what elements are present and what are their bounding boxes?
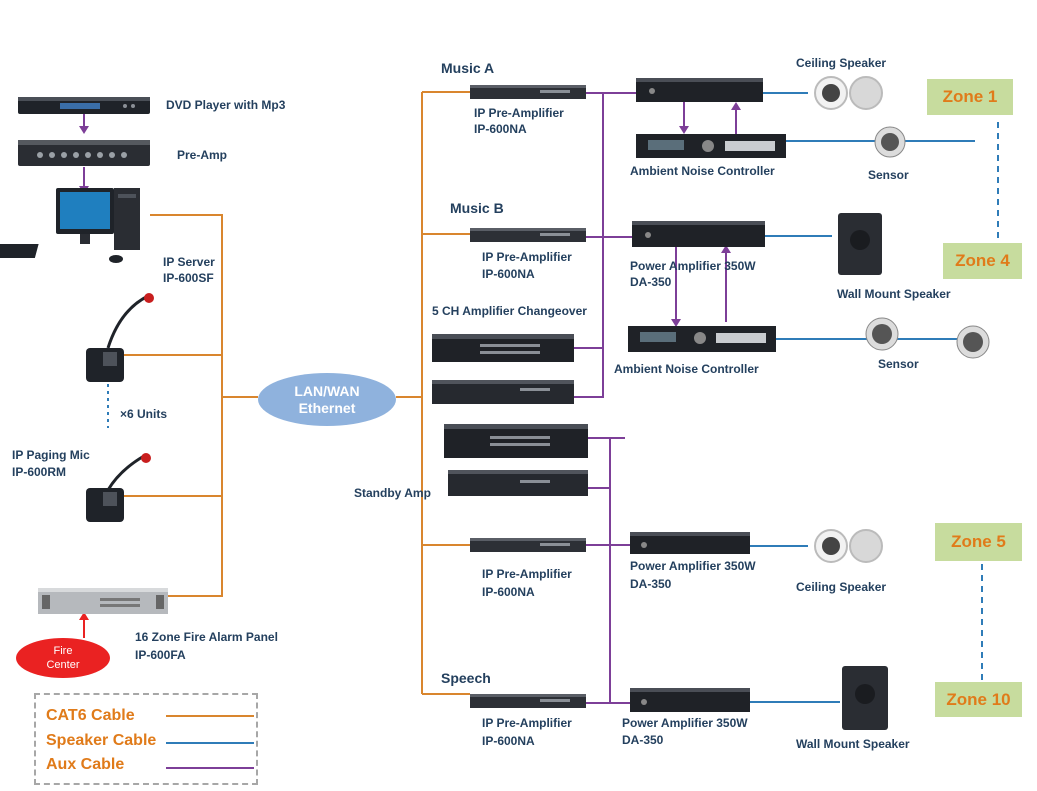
ceiling-speaker-a (814, 76, 883, 110)
standby-unit-device (444, 424, 588, 458)
ip-server-computer (0, 188, 140, 263)
power-amp-speech-device (630, 688, 750, 712)
legend-aux-label: Aux Cable (46, 756, 125, 773)
paging-mic-1-device (86, 293, 154, 382)
standby-label: Standby Amp (354, 486, 431, 500)
changeover-amp-device (432, 380, 574, 404)
wall-speaker-speech-label: Wall Mount Speaker (796, 737, 910, 751)
mic-label-2: IP-600RM (12, 465, 67, 479)
speaker-lines (750, 92, 975, 703)
wall-speaker-b-label: Wall Mount Speaker (837, 287, 951, 301)
zone-1-box: Zone 1 (927, 79, 1013, 115)
anc-b-device (628, 326, 776, 352)
pre-amp-b-device (470, 228, 586, 242)
power-amp-b-model: DA-350 (630, 275, 672, 289)
pre-amp-a-device (470, 85, 586, 99)
power-amp-c-name: Power Amplifier 350W (630, 559, 756, 573)
sensor-a (874, 126, 906, 158)
power-amp-speech-name: Power Amplifier 350W (622, 716, 748, 730)
changeover-label: 5 CH Amplifier Changeover (432, 304, 587, 318)
preamp-speech-name: IP Pre-Amplifier (482, 716, 572, 730)
sensor-b-label: Sensor (878, 357, 919, 371)
sensor-b2 (956, 325, 990, 359)
legend-speaker-label: Speaker Cable (46, 732, 157, 749)
paging-mic-2-device (86, 453, 151, 522)
preamp-a-name: IP Pre-Amplifier (474, 106, 564, 120)
preamp-b-name: IP Pre-Amplifier (482, 250, 572, 264)
fire-center-line-1: Fire (53, 645, 73, 657)
ceiling-speaker-c-label: Ceiling Speaker (796, 580, 887, 594)
ethernet-line-1: LAN/WAN (294, 382, 360, 399)
fire-alarm-panel-device (38, 588, 168, 614)
units-label: ×6 Units (120, 407, 168, 421)
fire-center: Fire Center (16, 638, 110, 678)
fire-panel-label-2: IP-600FA (135, 648, 186, 662)
zone-4-box: Zone 4 (943, 243, 1022, 279)
zone-5-box: Zone 5 (935, 523, 1022, 561)
ethernet-line-2: Ethernet (298, 399, 356, 416)
changeover-unit-device (432, 334, 574, 362)
zone-dashed-links (981, 122, 999, 682)
dvd-player-device (18, 97, 150, 114)
pre-amp-device (18, 140, 150, 166)
power-amp-b-name: Power Amplifier 350W (630, 259, 756, 273)
ceiling-speaker-a-label: Ceiling Speaker (796, 56, 887, 70)
anc-a-label: Ambient Noise Controller (630, 164, 775, 178)
power-amp-speech-model: DA-350 (622, 733, 664, 747)
pre-amp-c-device (470, 538, 586, 552)
wall-speaker-speech (842, 666, 888, 730)
preamp-c-model: IP-600NA (482, 585, 535, 599)
music-b-label: Music B (450, 200, 504, 216)
power-amp-c-model: DA-350 (630, 577, 672, 591)
server-label-1: IP Server (163, 255, 215, 269)
power-amp-a-device (636, 78, 763, 102)
fire-panel-label-1: 16 Zone Fire Alarm Panel (135, 630, 278, 644)
aux-lines (83, 92, 737, 704)
legend-aux-line (166, 767, 254, 769)
music-a-label: Music A (441, 60, 495, 76)
fire-center-line-2: Center (46, 659, 80, 671)
legend-cat6-label: CAT6 Cable (46, 707, 135, 724)
wall-speaker-b (838, 213, 882, 275)
preamp-speech-model: IP-600NA (482, 734, 535, 748)
standby-amp-device (448, 470, 588, 496)
ethernet-cloud: LAN/WAN Ethernet (258, 373, 396, 426)
fire-arrowhead (79, 612, 89, 620)
legend-speaker-line (166, 742, 254, 744)
ceiling-speaker-c (814, 529, 883, 563)
pre-amp-speech-device (470, 694, 586, 708)
sensor-b1 (865, 317, 899, 351)
power-amp-c-device (630, 532, 750, 554)
preamp-a-model: IP-600NA (474, 122, 527, 136)
legend: CAT6 Cable Speaker Cable Aux Cable (34, 693, 258, 785)
power-amp-b-device (632, 221, 765, 247)
mic-label-1: IP Paging Mic (12, 448, 90, 462)
zone-10-box: Zone 10 (935, 682, 1022, 717)
cat6-lines (124, 91, 470, 695)
dvd-label: DVD Player with Mp3 (166, 98, 286, 112)
legend-cat6-line (166, 715, 254, 717)
preamp-b-model: IP-600NA (482, 267, 535, 281)
preamp-c-name: IP Pre-Amplifier (482, 567, 572, 581)
preamp-label: Pre-Amp (177, 148, 228, 162)
server-label-2: IP-600SF (163, 271, 214, 285)
sensor-a-label: Sensor (868, 168, 909, 182)
anc-b-label: Ambient Noise Controller (614, 362, 759, 376)
anc-a-device (636, 134, 786, 158)
speech-label: Speech (441, 670, 491, 686)
